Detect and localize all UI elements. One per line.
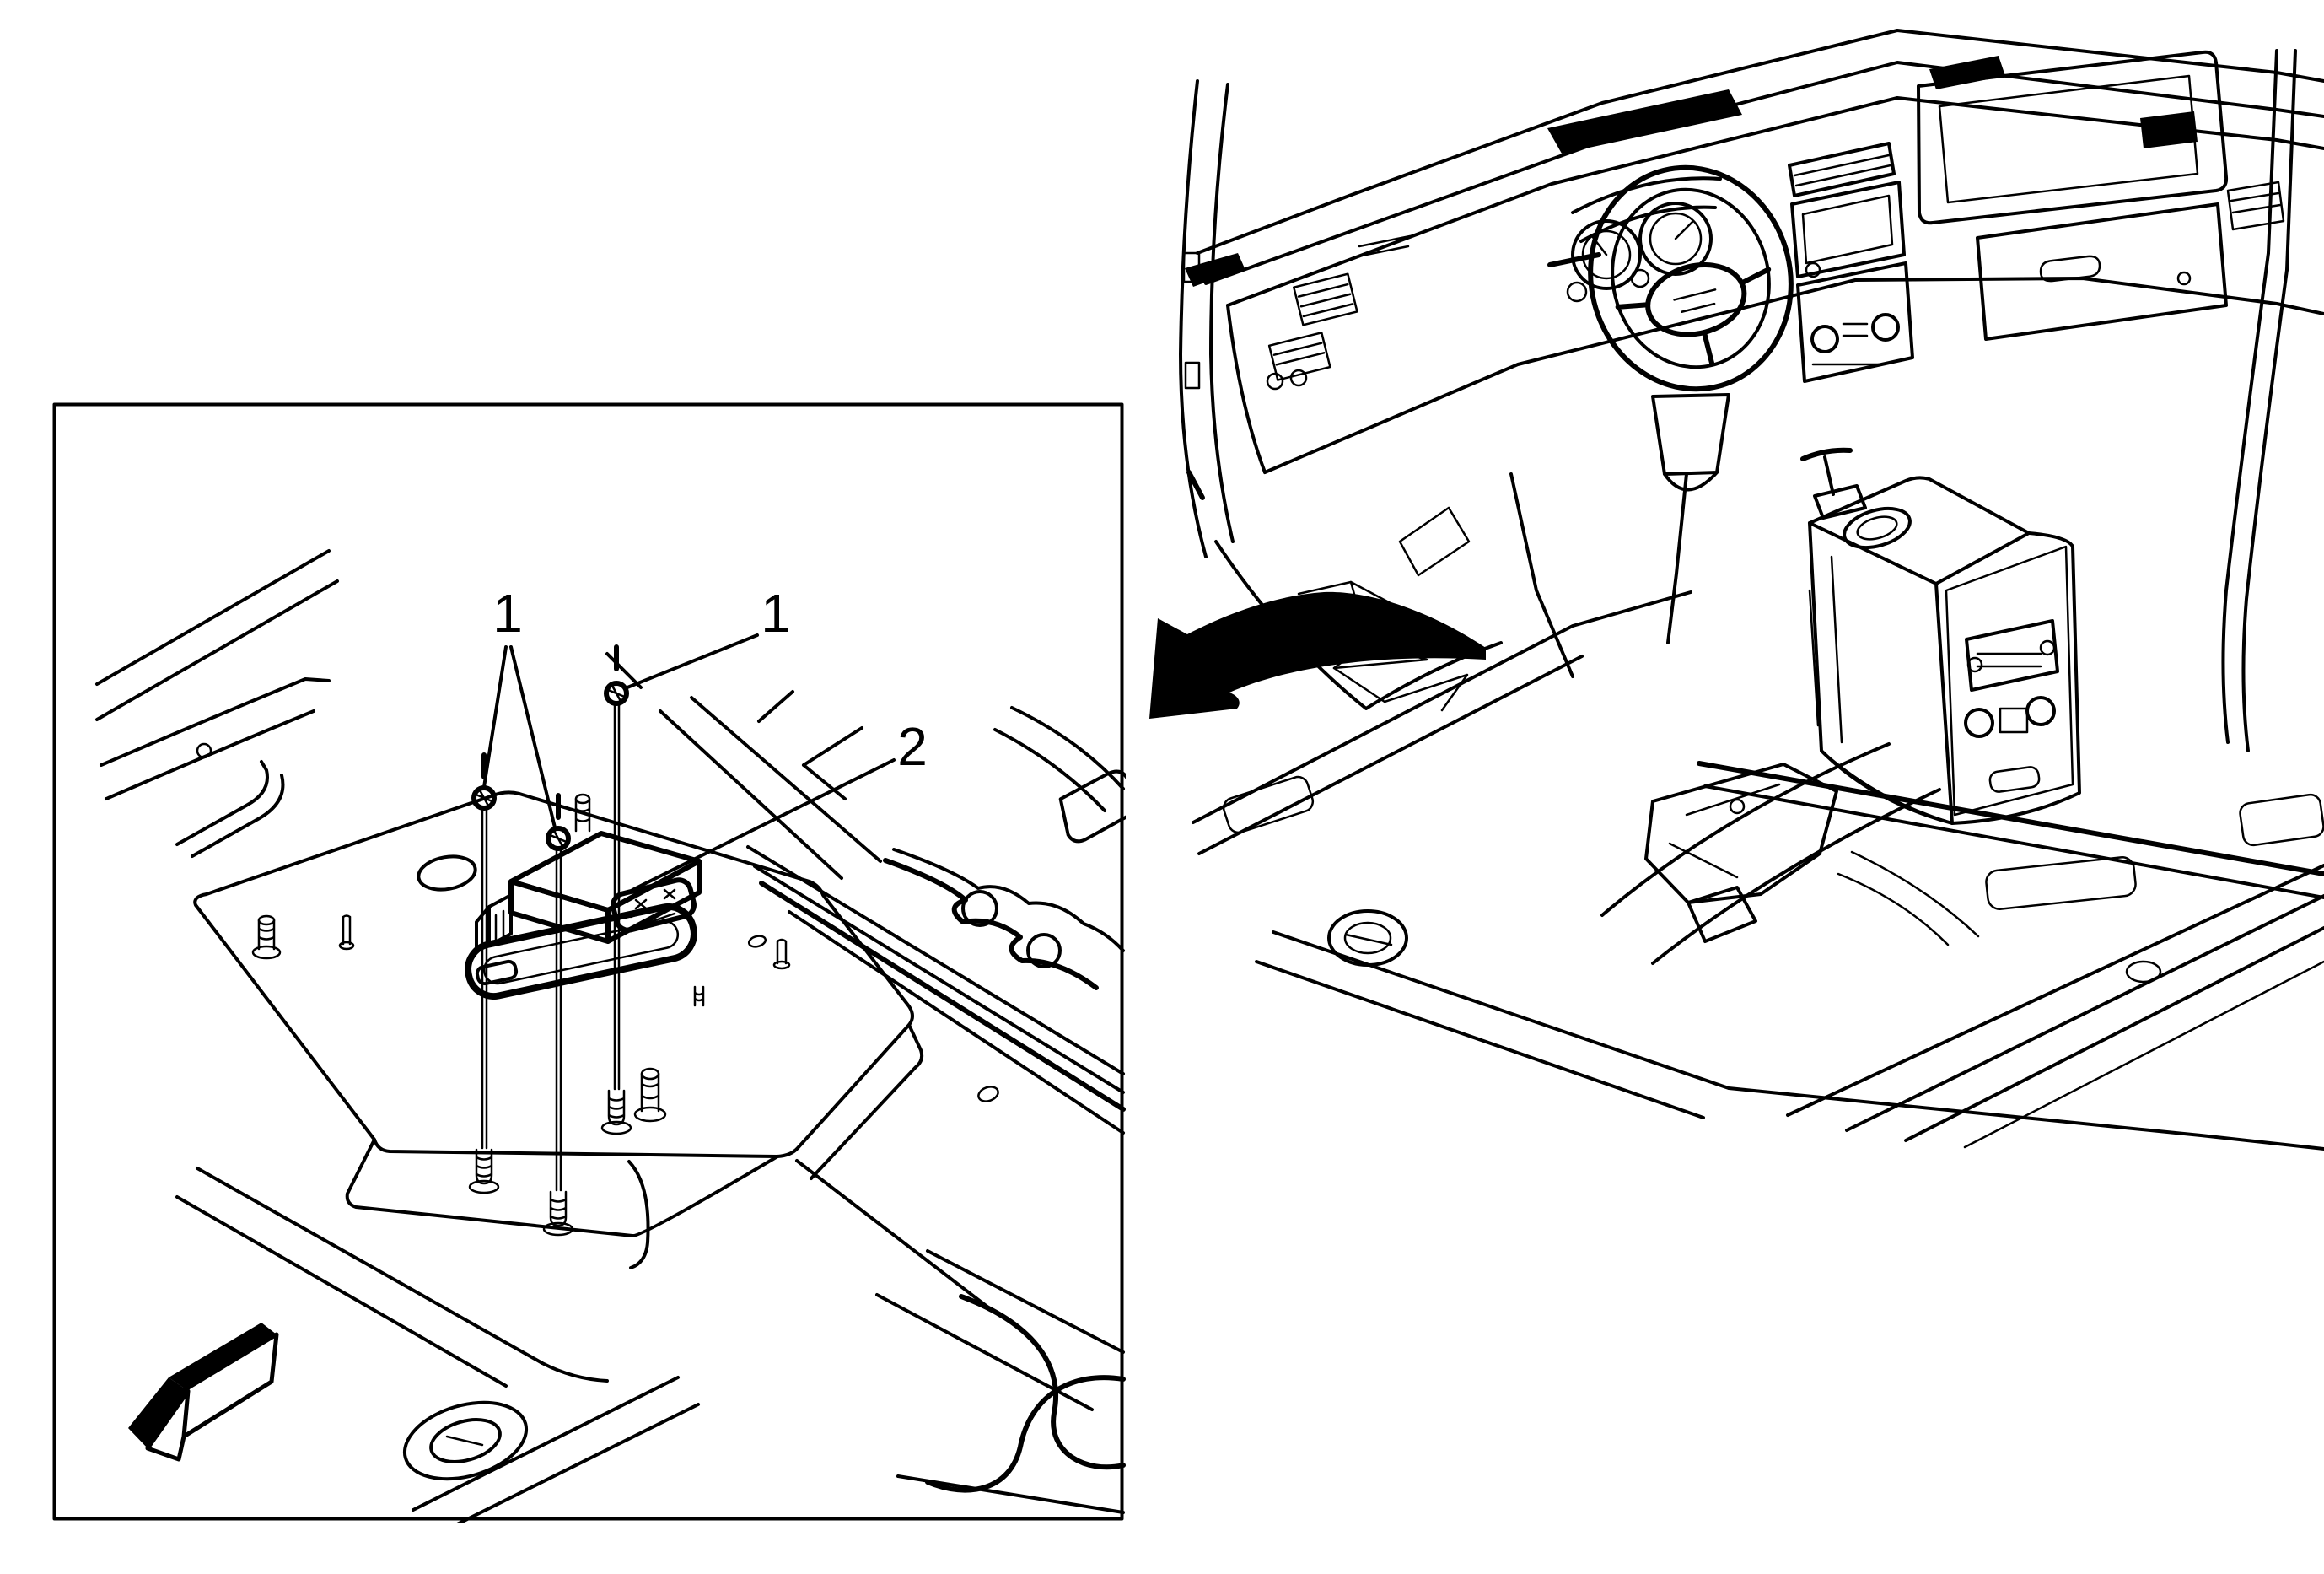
glove-box <box>1917 50 2229 341</box>
floor-pan-linework <box>95 549 1126 1523</box>
screw-tip <box>468 1148 500 1194</box>
callout-label-bolt-single: 1 <box>761 583 791 644</box>
mounting-screws <box>468 644 632 1237</box>
steering-wheel <box>1588 164 1794 392</box>
sdm-module <box>465 831 702 1000</box>
callout-leaders <box>482 633 896 892</box>
floor-studs <box>251 793 791 1123</box>
center-console <box>1808 476 2081 825</box>
inset-detail-figure: 1 1 2 <box>52 402 1126 1523</box>
screw-tip <box>542 1190 574 1237</box>
center-stack <box>1788 142 1914 520</box>
inset-frame <box>52 402 1124 1521</box>
location-curved-arrow-icon <box>1149 591 1486 719</box>
overview-interior-figure <box>1149 29 2324 1151</box>
floor-pan <box>1192 590 2324 1151</box>
callout-label-module: 2 <box>897 716 928 777</box>
front-direction-arrow-icon <box>128 1323 279 1462</box>
screw-tip <box>600 1089 632 1135</box>
instrument-panel <box>1185 29 2324 752</box>
callout-label-bolts-pair: 1 <box>492 583 523 644</box>
